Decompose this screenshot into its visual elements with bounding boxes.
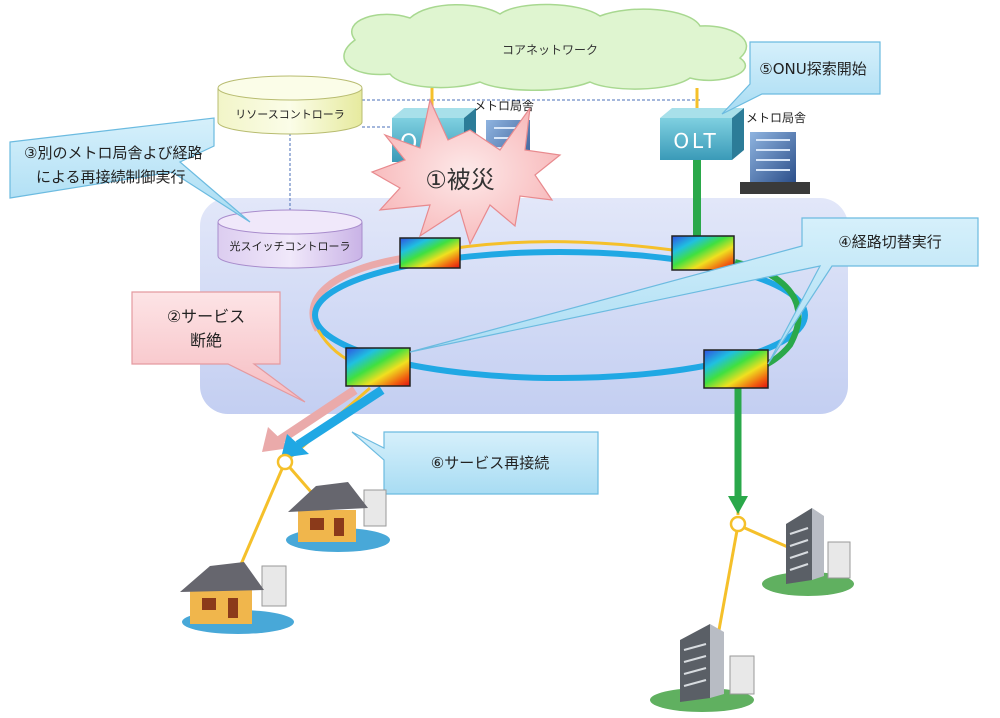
reconnect-control-line1: ③別のメトロ局舎よび経路 [24, 144, 202, 162]
reconnect-control-line2: による再接続制御実行 [36, 168, 186, 186]
failed-service-arrow [262, 427, 290, 452]
callout-onu-search: ⑤ONU探索開始 [721, 41, 881, 115]
reconnect-service-arrow [281, 434, 309, 458]
metro-office-right: OLT メトロ局舎 [660, 108, 810, 194]
green-drop-arrow [728, 496, 748, 514]
optical-switches [345, 235, 769, 389]
callout-path-switch: ④経路切替実行 [409, 217, 979, 365]
control-links [289, 99, 700, 212]
resource-controller: リソースコントローラ [217, 75, 363, 135]
metro-office-right-label: メトロ局舎 [746, 111, 806, 125]
optical-switch-top-right [671, 235, 735, 271]
callout-reconnect-control: ③別のメトロ局舎よび経路 による再接続制御実行 [9, 117, 251, 223]
callout-service-reconnect: ⑥サービス再接続 [351, 431, 599, 495]
resource-controller-label: リソースコントローラ [235, 108, 344, 121]
disaster-label: ①被災 [425, 166, 495, 194]
core-network-cloud: コアネットワーク [343, 3, 748, 91]
service-cut-line2: 断絶 [190, 331, 222, 350]
metro-office-left-label: メトロ局舎 [474, 99, 534, 113]
onu-search-label: ⑤ONU探索開始 [759, 60, 866, 78]
optical-switch-controller-label: 光スイッチコントローラ [230, 239, 351, 253]
ring-blue [312, 249, 808, 381]
ring-top-yellow [429, 240, 701, 256]
optical-switch-top-left [399, 237, 461, 269]
office-building-icon-1 [762, 508, 854, 596]
office-building-icon-2 [650, 624, 755, 712]
building-icon-right [740, 132, 810, 194]
arrows [262, 385, 748, 514]
olt-right-label: OLT [673, 129, 718, 153]
olt-right [660, 118, 732, 160]
drop-to-bldg-1 [737, 523, 791, 550]
optical-switch-bottom-left [345, 347, 411, 387]
callout-service-cut: ②サービス 断絶 [131, 291, 306, 403]
service-cut-line1: ②サービス [167, 307, 245, 326]
house-icon-1 [286, 482, 390, 552]
core-network-label: コアネットワーク [502, 43, 598, 57]
house-icon-2 [180, 562, 294, 634]
disaster-burst: ①被災 [370, 98, 562, 246]
path-switch-label: ④経路切替実行 [838, 233, 941, 251]
service-reconnect-label: ⑥サービス再接続 [431, 454, 549, 472]
splitter-left [276, 453, 294, 471]
optical-switch-bottom-right [703, 349, 769, 389]
optical-switch-controller: 光スイッチコントローラ [217, 209, 363, 269]
splitter-right [729, 515, 747, 533]
